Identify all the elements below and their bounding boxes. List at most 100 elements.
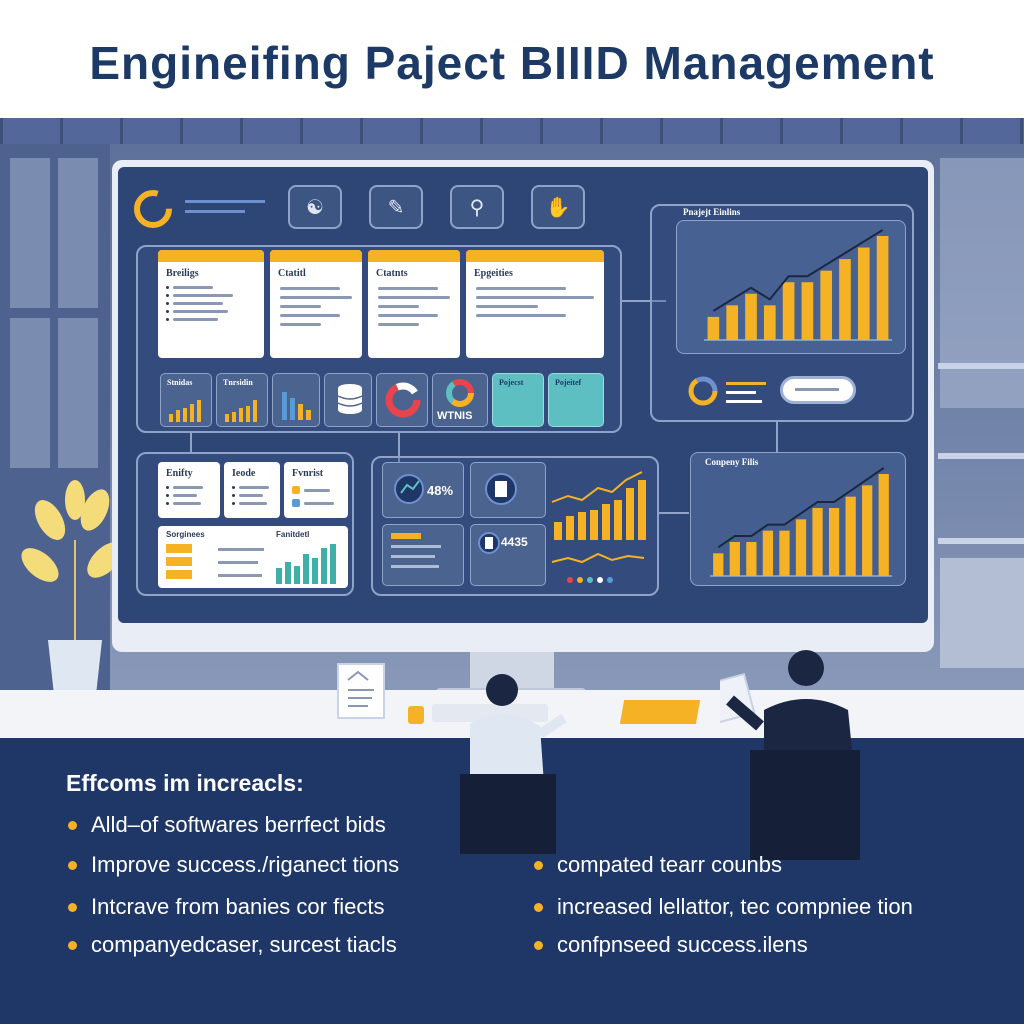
database-icon	[337, 384, 363, 414]
chart-bar	[801, 282, 814, 340]
list-item	[292, 486, 340, 494]
card-title: Fanitdetl	[276, 530, 310, 539]
summary-card[interactable]: Sorginees Fanitdetl	[158, 526, 348, 588]
bullet-dot	[534, 902, 543, 912]
info-card[interactable]: Epgeities	[466, 250, 604, 358]
legend-line	[726, 391, 756, 394]
chart-bar	[746, 542, 757, 576]
shelf	[938, 453, 1024, 459]
info-card[interactable]: Ieode	[224, 462, 280, 518]
percent-metric-tile[interactable]: 48%	[382, 462, 464, 518]
wins-tile[interactable]: WTNIS	[432, 373, 488, 427]
count-metric-tile[interactable]: 4435	[470, 524, 546, 586]
document-metric-tile[interactable]	[470, 462, 546, 518]
donut-small-icon	[688, 376, 718, 406]
connector-line	[622, 300, 666, 302]
window-pane	[10, 158, 50, 308]
info-card[interactable]: Ctatnts	[368, 250, 460, 358]
handshake-icon[interactable]: ✋	[531, 185, 585, 229]
text-line	[280, 305, 322, 308]
list-tile[interactable]	[382, 524, 464, 586]
info-card[interactable]: Enifty	[158, 462, 220, 518]
benefit-text: Improve success./riganect tions	[91, 852, 400, 877]
chart-bar	[762, 530, 774, 576]
legend-line	[726, 382, 766, 385]
document-icon[interactable]: ✎	[369, 185, 423, 229]
card-title: Epgeities	[474, 268, 513, 279]
info-card[interactable]: Breiligs	[158, 250, 264, 358]
connector-line	[776, 420, 778, 452]
bullet-dot	[68, 820, 77, 830]
company-bar-chart	[710, 467, 892, 577]
bullet-dot	[68, 860, 77, 870]
document-icon	[485, 473, 517, 505]
chart-bar	[795, 519, 807, 576]
text-line	[476, 314, 566, 317]
bullet-dot	[534, 940, 543, 950]
trend-line	[717, 467, 885, 549]
benefit-item: compated tearr counbs	[534, 852, 782, 878]
info-card[interactable]: Fvnrist	[284, 462, 348, 518]
text-line	[476, 305, 539, 308]
chart-bar	[812, 508, 823, 576]
list-item	[232, 486, 272, 489]
idea-icon[interactable]: ⚲	[450, 185, 504, 229]
document-stack-icon	[337, 663, 385, 719]
tile-label: Pojecst	[499, 378, 524, 387]
chart-bar	[745, 293, 757, 340]
wins-label: WTNIS	[437, 410, 473, 422]
text-line	[378, 305, 420, 308]
search-pill[interactable]	[780, 376, 856, 404]
list-item	[166, 286, 256, 289]
connector-line	[190, 433, 192, 453]
mini-chart-tile[interactable]: Tnrsidin	[216, 373, 268, 427]
benefits-title: Effcoms im increacls:	[66, 770, 304, 796]
chart-bar	[820, 270, 833, 340]
card-title: Fvnrist	[292, 468, 324, 479]
donut-tile[interactable]	[376, 373, 428, 427]
mini-chart-tile[interactable]	[272, 373, 320, 427]
trend-line	[712, 229, 884, 312]
count-value: 4435	[501, 535, 528, 549]
card-title: Enifty	[166, 468, 193, 479]
list-item	[166, 294, 256, 297]
benefit-item: increased lellattor, tec compniee tion	[534, 894, 913, 920]
database-tile[interactable]	[324, 373, 372, 427]
clipboard-icon	[478, 532, 500, 554]
bullet-dot	[534, 860, 543, 870]
mini-bar-chart	[282, 392, 311, 420]
benefit-text: compated tearr counbs	[557, 852, 783, 877]
chart-bar	[713, 553, 724, 576]
chart-bar	[876, 236, 889, 340]
benefit-item: confpnseed success.ilens	[534, 932, 808, 958]
team-icon[interactable]: ☯	[288, 185, 342, 229]
list-item	[166, 494, 212, 497]
chart-bar	[828, 508, 840, 576]
text-line	[476, 287, 566, 290]
text-line	[378, 296, 450, 299]
chart-bar	[782, 282, 795, 340]
chart-bar	[845, 496, 856, 576]
text-line	[280, 287, 340, 290]
text-line	[280, 314, 340, 317]
benefit-item: Improve success./riganect tions	[68, 852, 399, 878]
office-window	[0, 144, 110, 738]
chart-bar	[857, 247, 870, 340]
mini-bar-chart	[169, 400, 201, 422]
mini-chart-tile[interactable]: Stnidas	[160, 373, 212, 427]
text-line	[476, 296, 594, 299]
list-item	[166, 302, 256, 305]
shelf	[938, 363, 1024, 369]
text-line	[280, 323, 322, 326]
donut-chart	[385, 382, 421, 418]
list-item	[232, 502, 272, 505]
text-line	[378, 287, 438, 290]
donut-logo-icon	[134, 190, 172, 228]
chart-bar	[707, 316, 720, 340]
legend-line	[726, 400, 762, 403]
mini-bar-chart	[225, 400, 257, 422]
project-tile[interactable]: Pojeitef	[548, 373, 604, 427]
card-title: Ctatitl	[278, 268, 306, 279]
project-tile[interactable]: Pojecst	[492, 373, 544, 427]
info-card[interactable]: Ctatitl	[270, 250, 362, 358]
